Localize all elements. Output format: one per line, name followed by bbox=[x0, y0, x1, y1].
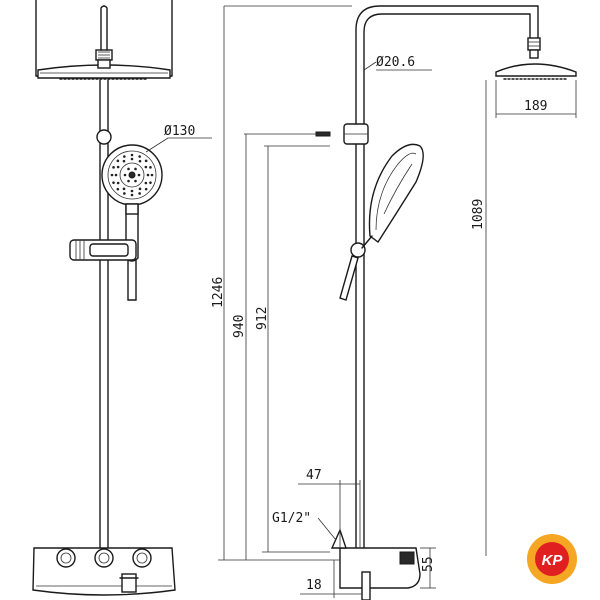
nozzle-dot bbox=[134, 167, 137, 171]
nozzle-dot bbox=[138, 155, 141, 158]
dim-rain-height: 1089 bbox=[471, 80, 487, 556]
side-riser-and-arm bbox=[355, 5, 539, 549]
nozzle-dot bbox=[137, 173, 141, 177]
nozzle-dot bbox=[150, 173, 154, 177]
nozzle-dot bbox=[116, 159, 120, 163]
front-rain-head bbox=[35, 0, 173, 80]
nozzle-dot bbox=[123, 155, 126, 158]
nozzle-dot bbox=[112, 166, 115, 169]
nozzle-dot bbox=[149, 166, 152, 169]
dim-inlet-depth: 18 bbox=[300, 560, 362, 598]
nozzle-dot bbox=[116, 187, 120, 191]
dim-inlet-thread: G1/2" bbox=[272, 511, 337, 541]
nozzle-dot bbox=[116, 165, 120, 169]
dim-mixer-height: 55 bbox=[420, 547, 436, 589]
pipe-dia-label: Ø20.6 bbox=[376, 55, 415, 70]
mixer-height-label: 55 bbox=[421, 556, 436, 572]
head-dia-label: Ø130 bbox=[164, 124, 195, 139]
side-view: Ø20.6 189 bbox=[211, 5, 577, 600]
dim-rain-width: 189 bbox=[495, 80, 577, 118]
rain-height-label: 1089 bbox=[471, 199, 486, 230]
side-slider-clamp bbox=[315, 123, 369, 145]
nozzle-dot bbox=[110, 173, 114, 177]
nozzle-dot bbox=[138, 192, 141, 195]
side-hand-shower bbox=[339, 143, 424, 301]
inlet-thread-label: G1/2" bbox=[272, 511, 311, 526]
front-view: Ø130 bbox=[32, 0, 212, 596]
dim-total-height: 1246 bbox=[211, 5, 352, 561]
nozzle-dot bbox=[130, 153, 134, 157]
nozzle-dot bbox=[144, 181, 148, 185]
nozzle-dot bbox=[138, 187, 142, 191]
nozzle-dot bbox=[112, 181, 115, 184]
total-height-label: 1246 bbox=[211, 277, 226, 308]
nozzle-dot bbox=[130, 189, 134, 193]
front-riser-pipe bbox=[99, 79, 109, 549]
nozzle-dot bbox=[144, 187, 148, 191]
inlet-depth-label: 18 bbox=[306, 578, 322, 593]
nozzle-dot bbox=[127, 167, 130, 171]
brand-logo: KP bbox=[527, 534, 577, 584]
slide-height-label: 940 bbox=[232, 315, 247, 338]
front-slider-bracket bbox=[69, 239, 137, 261]
dim-head-dia: Ø130 bbox=[145, 124, 212, 153]
inlet-offset-label: 47 bbox=[306, 468, 322, 483]
rain-width-label: 189 bbox=[524, 99, 547, 114]
nozzle-dot bbox=[149, 181, 152, 184]
nozzle-dot bbox=[144, 159, 148, 163]
nozzle-dot bbox=[144, 165, 148, 169]
dim-inlet-offset: 47 bbox=[298, 468, 361, 548]
side-mixer bbox=[330, 528, 421, 600]
logo-text: KP bbox=[542, 552, 564, 569]
front-hand-shower bbox=[101, 144, 163, 301]
nozzle-dot bbox=[146, 173, 150, 177]
nozzle-dot bbox=[123, 192, 126, 195]
nozzle-dot bbox=[116, 181, 120, 185]
bar-height-label: 912 bbox=[255, 307, 270, 330]
logo-inner-disc bbox=[535, 542, 569, 576]
front-ball-joint bbox=[96, 129, 112, 145]
nozzle-dot bbox=[127, 179, 130, 183]
dim-bar-height: 912 bbox=[255, 145, 330, 553]
nozzle-dot bbox=[138, 159, 142, 163]
dim-slide-height: 940 bbox=[232, 133, 316, 560]
nozzle-dot bbox=[123, 173, 127, 177]
nozzle-dot bbox=[130, 157, 134, 161]
nozzle-dot bbox=[122, 187, 126, 191]
dim-pipe-dia: Ø20.6 bbox=[363, 55, 432, 71]
nozzle-dot bbox=[130, 193, 134, 197]
nozzle-dot bbox=[122, 159, 126, 163]
front-mixer bbox=[32, 547, 176, 596]
side-rain-head bbox=[495, 37, 577, 80]
nozzle-dot bbox=[134, 179, 137, 183]
nozzle-dot bbox=[114, 173, 118, 177]
